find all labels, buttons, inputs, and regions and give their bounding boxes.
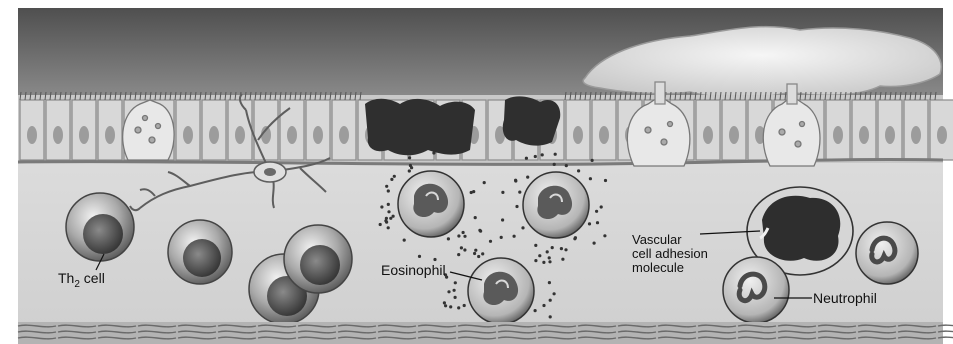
neutrophil-cell [723, 257, 789, 323]
epithelial-nucleus [287, 126, 297, 144]
epithelial-nucleus [833, 126, 843, 144]
epithelial-nucleus [105, 126, 115, 144]
epithelial-nucleus [729, 126, 739, 144]
epithelial-nucleus [79, 126, 89, 144]
epithelial-nucleus [183, 126, 193, 144]
damaged-epithelium [365, 99, 475, 156]
vcam-label-line2: cell adhesion [632, 246, 708, 261]
epithelial-nucleus [235, 126, 245, 144]
neutrophil-label: Neutrophil [813, 290, 877, 306]
epithelial-nucleus [339, 126, 349, 144]
vcam-label-line1: Vascular [632, 232, 682, 247]
epithelial-nucleus [573, 126, 583, 144]
epithelial-nucleus [313, 126, 323, 144]
eosinophil-cell [398, 171, 464, 237]
eosinophil-label: Eosinophil [381, 262, 446, 278]
epithelial-nucleus [53, 126, 63, 144]
epithelial-nucleus [859, 126, 869, 144]
epithelial-nucleus [937, 126, 947, 144]
epithelial-nucleus [911, 126, 921, 144]
damaged-epithelium [503, 96, 561, 145]
lymphocyte [284, 225, 352, 293]
epithelial-nucleus [209, 126, 219, 144]
vcam-label-line3: molecule [632, 260, 684, 275]
epithelial-nucleus [599, 126, 609, 144]
epithelial-nucleus [885, 126, 895, 144]
neutrophil-cell [856, 222, 918, 284]
eosinophil-cell [523, 172, 589, 238]
dendritic-cell-nucleus [264, 168, 276, 176]
eosinophil-cell [468, 258, 534, 324]
epithelial-nucleus [703, 126, 713, 144]
lymphocyte [168, 220, 232, 284]
th2-cell [66, 193, 134, 261]
epithelial-nucleus [27, 126, 37, 144]
